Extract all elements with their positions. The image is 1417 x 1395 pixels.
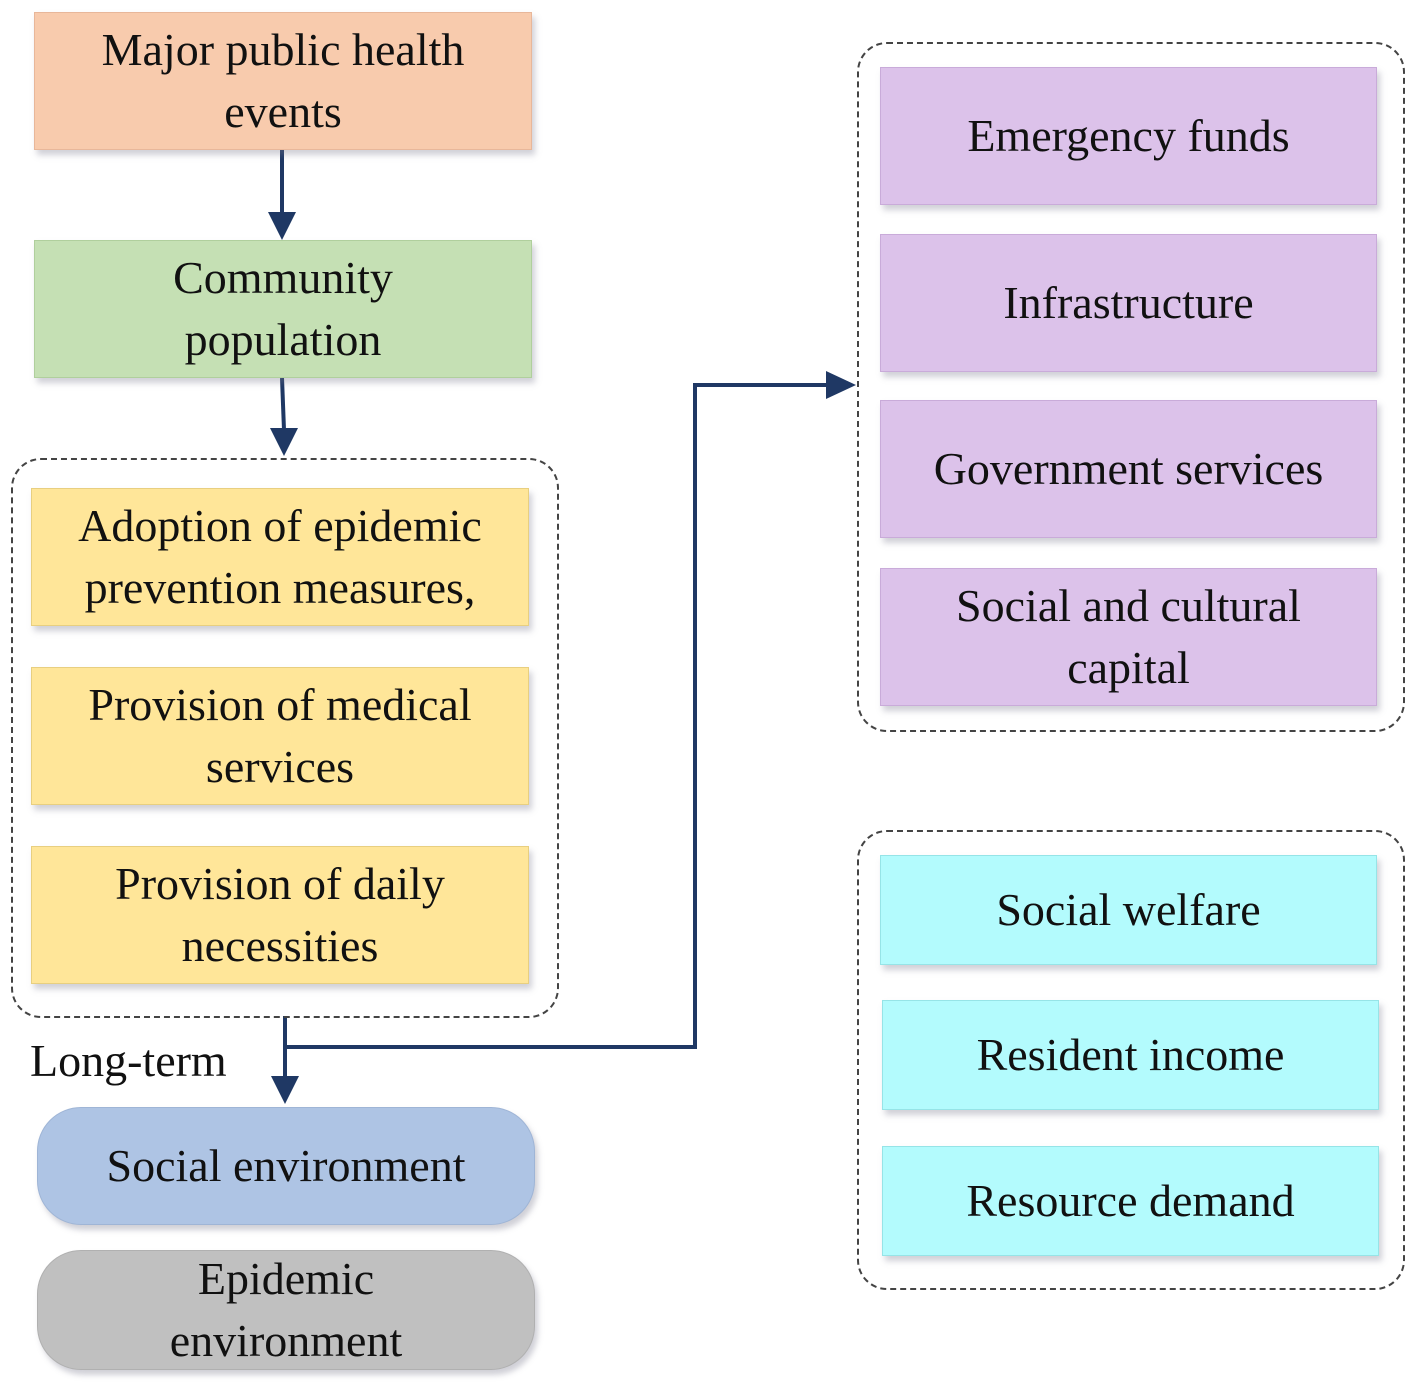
social-welfare-box: Social welfare [880, 855, 1377, 965]
response-epidemic-prevention-label: Adoption of epidemic prevention measures… [78, 500, 482, 613]
arrow-population-to-responses [280, 377, 286, 431]
resources-group [857, 42, 1405, 732]
arrowhead-responses-to-social-env [271, 1076, 299, 1104]
response-daily-necessities-label: Provision of daily necessities [115, 858, 445, 971]
resident-income-box: Resident income [882, 1000, 1379, 1110]
responses-group [11, 458, 559, 1018]
arrow-branch-to-resources [285, 383, 828, 1049]
response-epidemic-prevention-box: Adoption of epidemic prevention measures… [31, 488, 529, 626]
epidemic-environment-box: Epidemic environment [37, 1250, 535, 1370]
arrowhead-event-to-population [268, 212, 296, 240]
arrowhead-branch-to-resources [826, 371, 856, 399]
community-population-box: Community population [34, 240, 532, 378]
response-daily-necessities-box: Provision of daily necessities [31, 846, 529, 984]
resident-income-label: Resident income [976, 1029, 1285, 1080]
social-welfare-label: Social welfare [996, 884, 1261, 935]
major-public-health-events-box: Major public health events [34, 12, 532, 150]
response-medical-services-label: Provision of medical services [88, 679, 472, 792]
social-cultural-capital-label: Social and cultural capital [956, 580, 1301, 693]
infrastructure-box: Infrastructure [880, 234, 1377, 372]
social-environment-box: Social environment [37, 1107, 535, 1225]
government-services-label: Government services [933, 443, 1324, 494]
social-environment-label: Social environment [106, 1140, 466, 1191]
emergency-funds-box: Emergency funds [880, 67, 1377, 205]
arrowhead-population-to-responses [270, 428, 298, 456]
resource-demand-box: Resource demand [882, 1146, 1379, 1256]
resource-demand-label: Resource demand [966, 1175, 1295, 1226]
infrastructure-label: Infrastructure [1003, 277, 1254, 328]
community-population-label: Community population [173, 252, 393, 365]
social-cultural-capital-box: Social and cultural capital [880, 568, 1377, 706]
response-medical-services-box: Provision of medical services [31, 667, 529, 805]
long-term-label: Long-term [30, 1035, 227, 1086]
livelihood-group [857, 830, 1405, 1290]
emergency-funds-label: Emergency funds [967, 110, 1290, 161]
epidemic-environment-label: Epidemic environment [169, 1253, 403, 1366]
government-services-box: Government services [880, 400, 1377, 538]
major-public-health-events-label: Major public health events [101, 24, 465, 137]
